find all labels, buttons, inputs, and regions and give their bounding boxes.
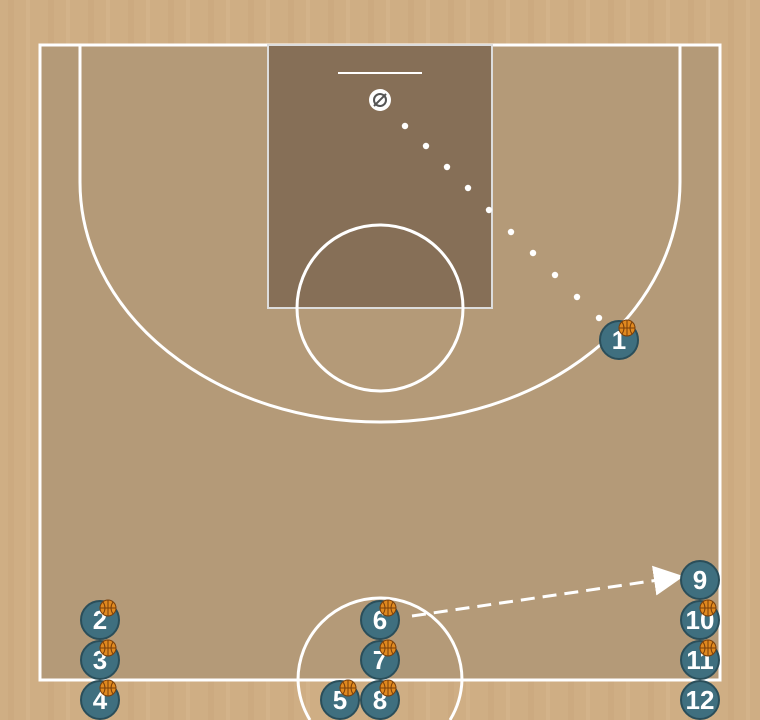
shot-path-dot [401, 122, 409, 130]
shot-path-dot [595, 314, 603, 322]
basketball-icon [699, 599, 717, 617]
shot-path-dot [507, 228, 515, 236]
basketball-icon [99, 599, 117, 617]
free-throw-circle [295, 223, 465, 393]
player-marker [680, 560, 720, 600]
center-circle [296, 596, 464, 681]
basketball-icon [379, 599, 397, 617]
shot-path-dot [464, 184, 472, 192]
basketball-icon [699, 639, 717, 657]
player-8[interactable]: 8 [360, 679, 400, 720]
shot-path-dot [485, 206, 493, 214]
shot-path-dot [422, 142, 430, 150]
player-12[interactable]: 12 [680, 680, 720, 720]
shot-path-dot [573, 293, 581, 301]
center-circle-lower [296, 679, 312, 720]
player-7[interactable]: 7 [360, 639, 400, 680]
basketball-icon [99, 679, 117, 697]
player-marker [680, 680, 720, 720]
paint-area [267, 44, 493, 309]
player-4[interactable]: 4 [80, 679, 120, 720]
player-number: 9 [693, 565, 707, 595]
player-5[interactable]: 5 [320, 679, 360, 720]
basketball-icon [618, 319, 636, 337]
shot-path [401, 122, 603, 322]
shot-path-dot [529, 249, 537, 257]
three-point-line [78, 45, 682, 424]
player-9[interactable]: 9 [680, 560, 720, 600]
basketball-icon [339, 679, 357, 697]
center-circle-lower-right [448, 679, 464, 720]
basketball-icon [379, 639, 397, 657]
basketball-icon [379, 679, 397, 697]
player-number: 12 [686, 685, 715, 715]
basketball-icon [99, 639, 117, 657]
player-11[interactable]: 11 [680, 639, 720, 680]
shot-path-dot [443, 163, 451, 171]
player-10[interactable]: 10 [680, 599, 720, 640]
player-6[interactable]: 6 [360, 599, 400, 640]
player-3[interactable]: 3 [80, 639, 120, 680]
basket-rim-icon [369, 89, 391, 111]
player-1[interactable]: 1 [599, 319, 639, 360]
shot-path-dot [551, 271, 559, 279]
player-2[interactable]: 2 [80, 599, 120, 640]
